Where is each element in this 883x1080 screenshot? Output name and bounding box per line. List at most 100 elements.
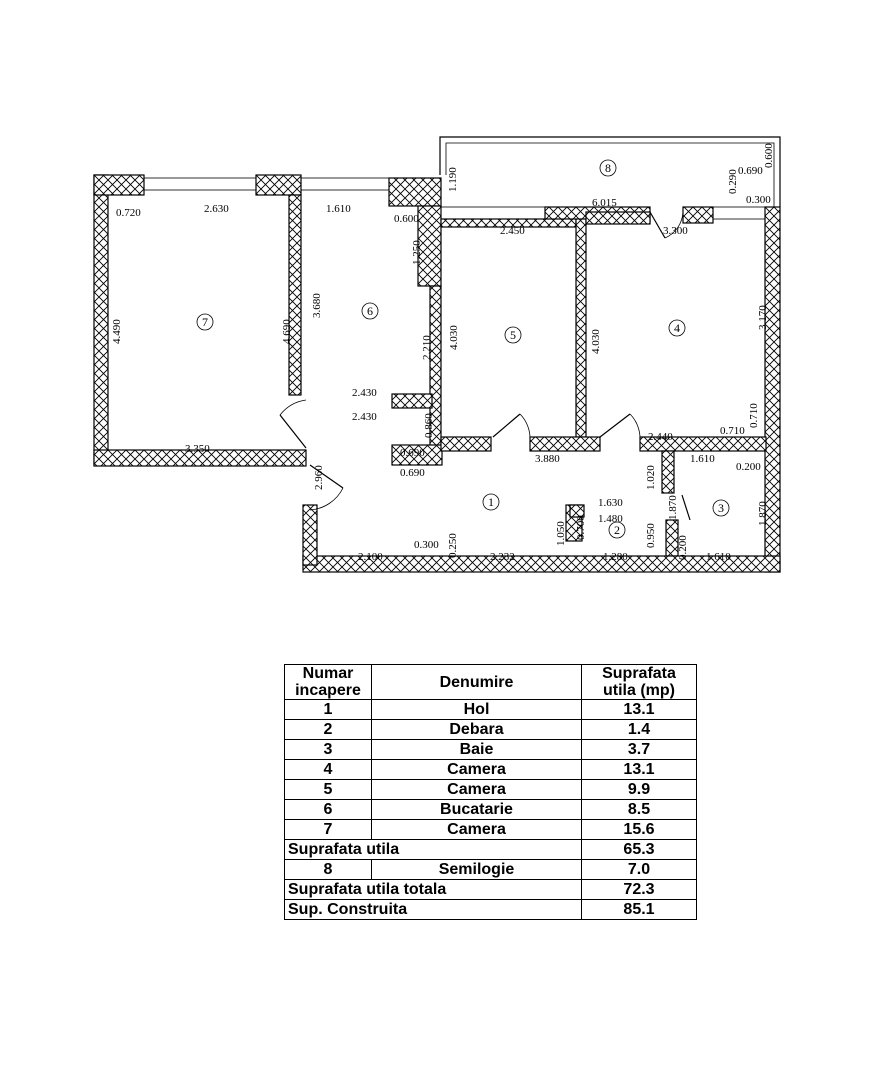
dim-label: 0.200 <box>677 535 689 560</box>
svg-text:4: 4 <box>674 321 680 335</box>
dim-label: 2.960 <box>313 465 325 490</box>
dim-label: 2.232 <box>490 551 515 563</box>
dim-label: 2.430 <box>352 411 377 423</box>
dim-label: 2.430 <box>352 387 377 399</box>
doors <box>279 211 691 521</box>
cell-nr: 1 <box>284 699 372 720</box>
dim-label: 1.250 <box>411 240 423 265</box>
room-label-8: 8 <box>599 159 617 177</box>
room-label-5: 5 <box>504 326 522 344</box>
dim-label: 0.710 <box>720 425 745 437</box>
svg-text:1: 1 <box>488 495 494 509</box>
dim-label: 2.210 <box>421 335 433 360</box>
dim-label: 3.880 <box>535 453 560 465</box>
cell-name: Camera <box>371 819 582 840</box>
room-label-6: 6 <box>361 302 379 320</box>
floor-plan: 7 6 5 4 8 1 2 3 0.720 2.630 1.610 0.600 … <box>93 136 781 573</box>
dim-label: 4.690 <box>281 319 293 344</box>
dim-label: 1.280 <box>603 551 628 563</box>
cell-area: 15.6 <box>581 819 697 840</box>
cell-area: 1.4 <box>581 719 697 740</box>
room-label-7: 7 <box>196 313 214 331</box>
dim-label: 0.600 <box>394 213 419 225</box>
cell-area: 8.5 <box>581 799 697 820</box>
cell-name: Camera <box>371 779 582 800</box>
cell-nr: 7 <box>284 819 372 840</box>
cell-name: Bucatarie <box>371 799 582 820</box>
dim-label: 0.700 <box>575 515 587 540</box>
cell-area: 9.9 <box>581 779 697 800</box>
svg-text:2: 2 <box>614 523 620 537</box>
cell-name: Hol <box>371 699 582 720</box>
dim-label: 4.030 <box>590 329 602 354</box>
dim-label: 2.630 <box>204 203 229 215</box>
dim-label: 1.020 <box>645 465 657 490</box>
table-header-row: Numar incapere Denumire Suprafata utila … <box>284 664 697 700</box>
dim-label: 3.300 <box>663 225 688 237</box>
dim-label: 0.300 <box>414 539 439 551</box>
area-table: Numar incapere Denumire Suprafata utila … <box>284 664 697 920</box>
dim-label: 4.490 <box>111 319 123 344</box>
dim-label: 1.870 <box>757 501 769 526</box>
cell-name: Semilogie <box>371 859 582 880</box>
dim-label: 1.610 <box>690 453 715 465</box>
cell-nr: 6 <box>284 799 372 820</box>
dim-label: 3.170 <box>757 305 769 330</box>
cell-nr: 2 <box>284 719 372 740</box>
room-label-4: 4 <box>668 319 686 337</box>
dim-label: 0.250 <box>447 533 459 558</box>
built-area-label: Sup. Construita <box>284 899 582 920</box>
cell-nr: 5 <box>284 779 372 800</box>
dim-label: 1.610 <box>326 203 351 215</box>
header-room-number: Numar incapere <box>284 664 372 700</box>
cell-nr: 8 <box>284 859 372 880</box>
svg-text:3: 3 <box>718 501 724 515</box>
dim-label: 6.015 <box>592 197 617 209</box>
dim-label: 0.200 <box>736 461 761 473</box>
dim-label: 0.690 <box>400 447 425 459</box>
room-label-2: 2 <box>608 521 626 539</box>
dim-label: 0.690 <box>400 467 425 479</box>
dim-label: 0.690 <box>738 165 763 177</box>
room-label-1: 1 <box>482 493 500 511</box>
dim-label: 0.600 <box>763 143 775 168</box>
cell-area: 13.1 <box>581 759 697 780</box>
dim-label: 2.440 <box>648 431 673 443</box>
header-area: Suprafata utila (mp) <box>581 664 697 700</box>
cell-area: 13.1 <box>581 699 697 720</box>
dim-label: 4.030 <box>448 325 460 350</box>
dim-label: 0.290 <box>727 169 739 194</box>
dim-label: 0.860 <box>423 413 435 438</box>
subtotal-label: Suprafata utila <box>284 839 582 860</box>
header-room-name: Denumire <box>371 664 582 700</box>
cell-name: Debara <box>371 719 582 740</box>
cell-nr: 3 <box>284 739 372 760</box>
cell-name: Camera <box>371 759 582 780</box>
dim-label: 1.870 <box>667 495 679 520</box>
room-labels: 7 6 5 4 8 1 2 3 <box>196 159 730 539</box>
dim-label: 0.710 <box>748 403 760 428</box>
svg-text:7: 7 <box>202 315 208 329</box>
dim-label: 2.450 <box>500 225 525 237</box>
room-label-3: 3 <box>712 499 730 517</box>
walls <box>93 174 781 573</box>
built-area-value: 85.1 <box>581 899 697 920</box>
cell-area: 3.7 <box>581 739 697 760</box>
dim-label: 0.950 <box>645 523 657 548</box>
dim-label: 1.630 <box>598 497 623 509</box>
dim-label: 3.680 <box>311 293 323 318</box>
cell-name: Baie <box>371 739 582 760</box>
dim-label: 1.190 <box>447 167 459 192</box>
subtotal-area: 65.3 <box>581 839 697 860</box>
